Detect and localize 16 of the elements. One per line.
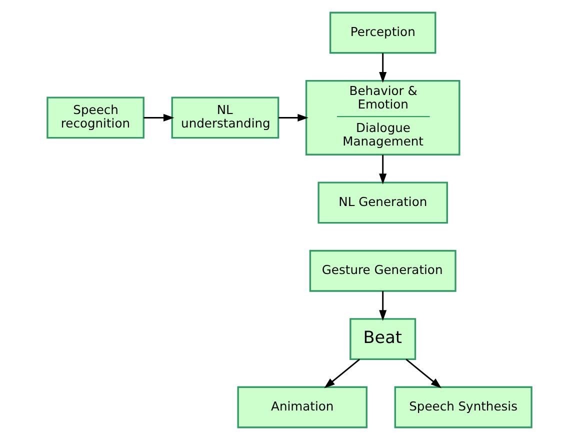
node-box: Beat xyxy=(350,318,416,360)
arrow xyxy=(278,114,308,122)
arrow xyxy=(379,291,387,321)
node-box: NL Generation xyxy=(318,182,448,224)
arrow xyxy=(379,154,387,184)
arrow xyxy=(379,53,387,83)
node-box: Behavior & Emotion Dialogue Management xyxy=(305,80,460,156)
arrow xyxy=(406,358,442,388)
node-box: Speech Synthesis xyxy=(394,386,532,428)
arrow xyxy=(324,358,360,388)
arrow xyxy=(144,114,174,122)
node-box: NL understanding xyxy=(171,96,280,139)
node-box: Perception xyxy=(329,12,436,54)
node-box: Speech recognition xyxy=(46,96,144,139)
node-box: Animation xyxy=(237,386,368,428)
node-box: Gesture Generation xyxy=(309,250,456,292)
